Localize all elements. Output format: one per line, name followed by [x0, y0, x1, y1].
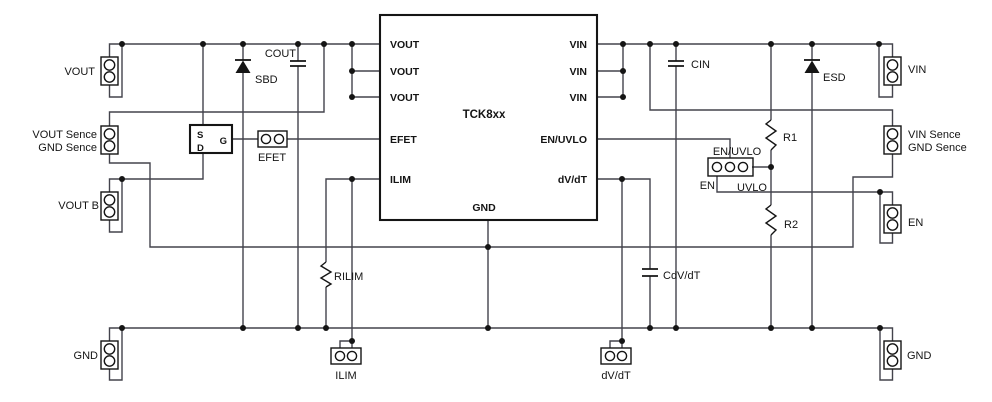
r2-resistor [764, 204, 778, 236]
vout-connector [100, 56, 119, 86]
cout-capacitor [290, 60, 306, 67]
net-dvdt [598, 178, 651, 348]
net-vin-sense [649, 44, 894, 126]
esd-diode [804, 59, 820, 73]
sbd-label: SBD [255, 74, 278, 86]
en-connector [883, 204, 902, 234]
net-vout-b [108, 153, 204, 233]
gnd-left-label: GND [74, 350, 99, 362]
ic-pin-en-uvlo: EN/UVLO [540, 134, 587, 146]
vout-sence-connector [100, 125, 119, 155]
labels: VOUT VOUT Sence GND Sence VOUT B GND VIN… [32, 39, 966, 382]
vout-sence-label: VOUT Sence [32, 129, 97, 141]
en-uvlo-jumper-label: EN/UVLO [713, 146, 762, 158]
vin-connector [883, 56, 902, 86]
net-ilim [325, 178, 380, 348]
gnd-right-label: GND [907, 350, 932, 362]
vout-connector-label: VOUT [64, 66, 95, 78]
ic-pin-gnd: GND [472, 202, 496, 214]
components [100, 13, 902, 370]
gnd-sence-right-label: GND Sence [908, 142, 967, 154]
fet-source-label: S [197, 130, 203, 141]
en-uvlo-jumper [707, 157, 754, 177]
fet-drain-label: D [197, 143, 204, 154]
ic-pin-ilim: ILIM [390, 174, 411, 186]
gnd-left-connector [100, 340, 119, 370]
vout-b-label: VOUT B [58, 200, 99, 212]
net-en [716, 176, 894, 244]
vin-sence-label: VIN Sence [908, 129, 961, 141]
en-jumper-label: EN [700, 180, 715, 192]
ic-pin-vin2: VIN [569, 66, 587, 78]
ic-outline [378, 13, 599, 222]
junction-dots [119, 41, 883, 344]
wires [108, 43, 894, 381]
r1-label: R1 [783, 132, 797, 144]
uvlo-jumper-label: UVLO [737, 182, 767, 194]
dvdt-jumper-label: dV/dT [601, 370, 631, 382]
ic-part-number: TCK8xx [463, 109, 506, 121]
fet-gate-label: G [220, 136, 227, 147]
vin-connector-label: VIN [908, 64, 926, 76]
net-gnd-sense [108, 154, 894, 328]
net-vout-sense [108, 44, 325, 126]
cdvdt-label: CdV/dT [663, 270, 701, 282]
ic-pin-vout1: VOUT [390, 39, 420, 51]
dvdt-jumper [600, 347, 632, 365]
vin-sence-connector [883, 125, 902, 155]
ic-pin-efet: EFET [390, 134, 417, 146]
rilim-resistor [319, 261, 333, 288]
ic-pin-vin1: VIN [569, 39, 587, 51]
vout-b-connector [100, 191, 119, 221]
en-connector-label: EN [908, 217, 923, 229]
esd-label: ESD [823, 72, 846, 84]
ic-pin-vout2: VOUT [390, 66, 420, 78]
r2-label: R2 [784, 219, 798, 231]
gnd-sence-left-label: GND Sence [38, 142, 97, 154]
cout-label: COUT [265, 48, 296, 60]
ic-pin-dvdt: dV/dT [558, 174, 588, 186]
net-en-uvlo [598, 138, 772, 328]
rilim-label: RILIM [334, 271, 363, 283]
cdvdt-capacitor [642, 268, 658, 277]
ic-pin-vin3: VIN [569, 92, 587, 104]
net-gnd-rail [108, 327, 894, 381]
cin-label: CIN [691, 59, 710, 71]
ilim-jumper [330, 347, 362, 365]
efet-jumper-label: EFET [258, 152, 286, 164]
ic-pin-vout3: VOUT [390, 92, 420, 104]
ilim-jumper-label: ILIM [335, 370, 356, 382]
gnd-right-connector [883, 340, 902, 370]
cin-capacitor [668, 60, 684, 67]
efet-jumper [257, 130, 288, 148]
sbd-diode [235, 59, 251, 73]
r1-resistor [764, 119, 778, 151]
fet-box [188, 123, 234, 155]
